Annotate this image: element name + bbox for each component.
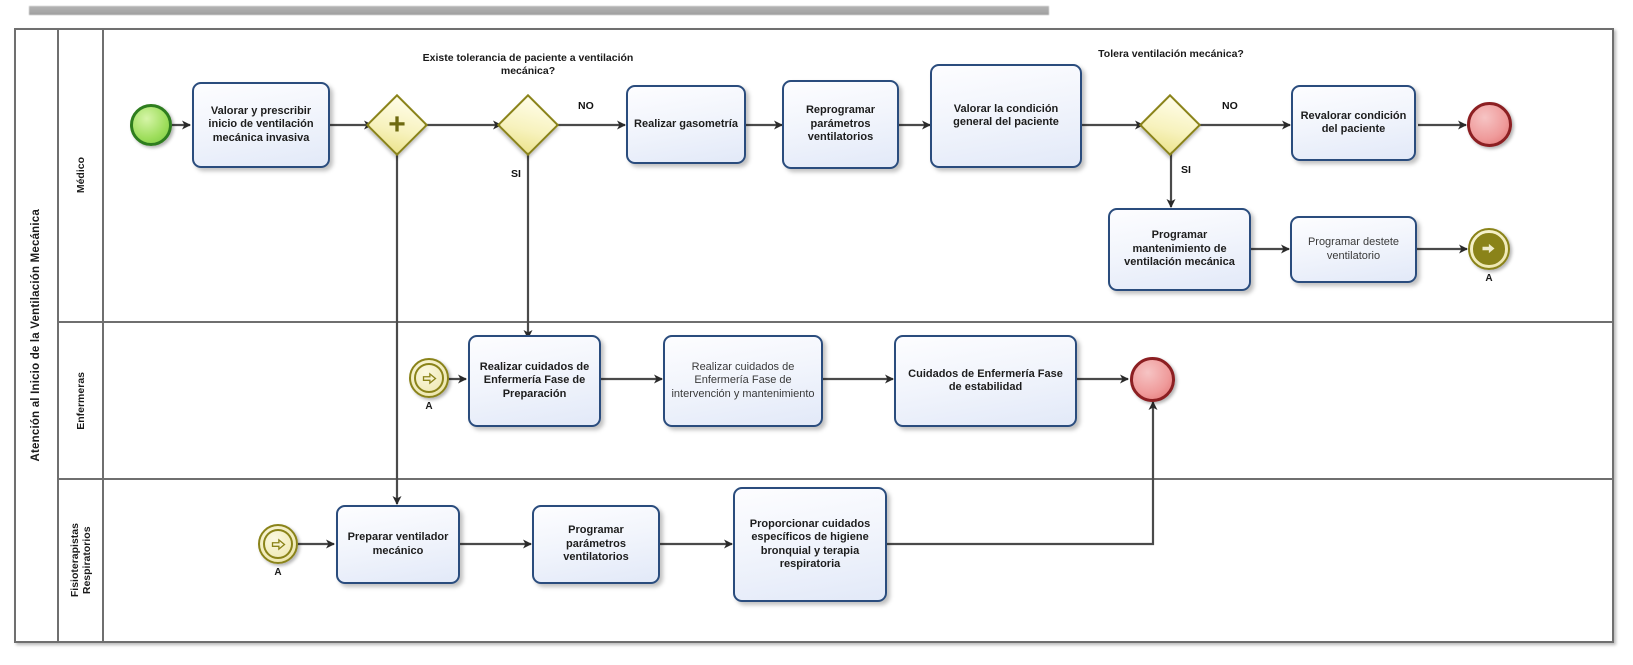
edge-label-si-1: SI — [511, 168, 521, 180]
arrow-right-icon — [1473, 233, 1505, 265]
lane-fisioterapistas: Fisioterapistas Respiratorios — [59, 480, 1614, 641]
link-catch-event-a-fisioterapistas[interactable] — [258, 524, 298, 564]
task-reprogramar-parametros[interactable]: Reprogramar parámetros ventilatorios — [782, 80, 899, 169]
lane-enfermeras: Enfermeras — [59, 323, 1614, 480]
task-programar-parametros[interactable]: Programar parámetros ventilatorios — [532, 505, 660, 584]
lane-medico-header: Médico — [59, 30, 104, 321]
task-valorar-condicion[interactable]: Valorar la condición general del pacient… — [930, 64, 1082, 168]
pool-title: Atención al Inicio de la Ventilación Mec… — [14, 28, 59, 643]
task-programar-mantenimiento[interactable]: Programar mantenimiento de ventilación m… — [1108, 208, 1251, 291]
top-gray-bar — [29, 6, 1049, 15]
link-throw-event-a[interactable] — [1468, 228, 1510, 270]
task-realizar-gasometria[interactable]: Realizar gasometría — [626, 85, 746, 164]
end-event-medico[interactable] — [1467, 102, 1512, 147]
arrow-right-icon — [263, 529, 293, 559]
task-revalorar-condicion[interactable]: Revalorar condición del paciente — [1291, 85, 1416, 161]
end-event-enfermeras[interactable] — [1130, 357, 1175, 402]
link-catch-event-a-enfermeras[interactable] — [409, 358, 449, 398]
arrow-right-icon — [414, 363, 444, 393]
edge-label-si-2: SI — [1181, 164, 1191, 176]
task-preparar-ventilador[interactable]: Preparar ventilador mecánico — [336, 505, 460, 584]
edge-label-no-1: NO — [578, 100, 594, 112]
link-catch-event-a-fisioterapistas-label: A — [274, 567, 282, 578]
task-enfermeria-estabilidad[interactable]: Cuidados de Enfermería Fase de estabilid… — [894, 335, 1077, 427]
lane-fisioterapistas-header: Fisioterapistas Respiratorios — [59, 480, 104, 641]
lane-medico: Médico — [59, 30, 1614, 323]
task-enfermeria-preparacion[interactable]: Realizar cuidados de Enfermería Fase de … — [468, 335, 601, 427]
gateway-tolera-ventilacion-label: Tolera ventilación mecánica? — [1098, 48, 1244, 60]
task-programar-destete[interactable]: Programar destete ventilatorio — [1290, 216, 1417, 283]
task-higiene-bronquial[interactable]: Proporcionar cuidados específicos de hig… — [733, 487, 887, 602]
edge-label-no-2: NO — [1222, 100, 1238, 112]
gateway-existe-tolerancia-label: Existe tolerancia de paciente a ventilac… — [422, 52, 634, 77]
task-valorar-prescribir[interactable]: Valorar y prescribir inicio de ventilaci… — [192, 82, 330, 168]
start-event[interactable] — [130, 104, 172, 146]
link-catch-event-a-enfermeras-label: A — [425, 401, 433, 412]
lane-enfermeras-header: Enfermeras — [59, 323, 104, 478]
link-throw-event-a-label: A — [1485, 273, 1493, 284]
task-enfermeria-intervencion[interactable]: Realizar cuidados de Enfermería Fase de … — [663, 335, 823, 427]
